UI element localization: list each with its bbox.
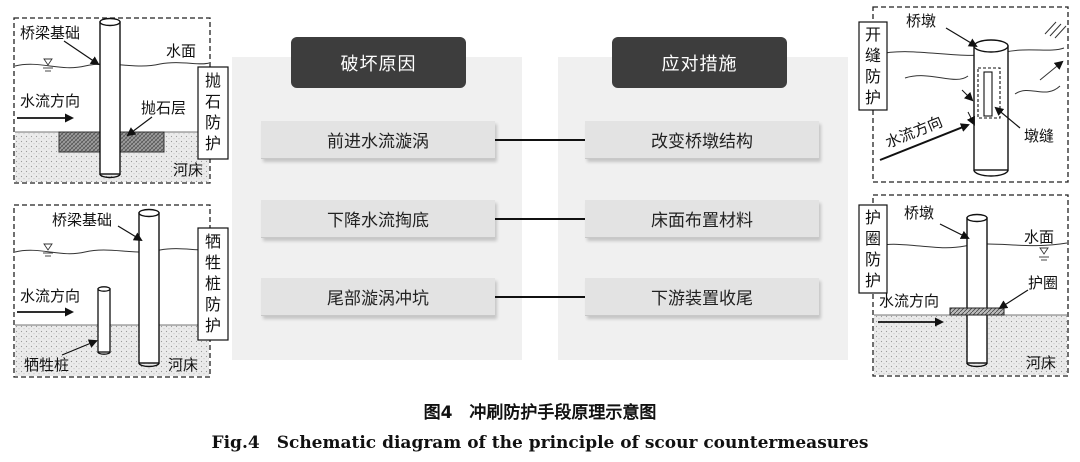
water-surface-label: 水面 — [166, 42, 196, 60]
side-label-char: 护 — [205, 134, 221, 153]
foundation-column — [99, 21, 121, 175]
side-label-char: 抛 — [205, 71, 221, 90]
side-label-char: 缝 — [865, 46, 881, 65]
sacrificial-pile-label: 牺牲桩 — [24, 356, 69, 374]
slot-leader-arrow — [994, 106, 1021, 129]
flow-direction-label: 水流方向 — [20, 287, 80, 305]
measure-item-3: 下游装置收尾 — [585, 278, 819, 316]
side-label-char: 护 — [865, 88, 881, 107]
slot-label: 墩缝 — [1024, 127, 1054, 145]
panel-riprap-protection: 桥梁基础 水面 水流方向 抛石层 河床 抛 石 防 护 — [13, 17, 229, 184]
panel-slot-protection: 桥墩 墩缝 水流方向 开 缝 防 护 — [858, 6, 1069, 183]
side-label-char: 石 — [205, 92, 221, 111]
flow-direction-label: 水流方向 — [20, 92, 80, 110]
cause-item-2: 下降水流掏底 — [261, 200, 495, 238]
flow-direction-label: 水流方向 — [879, 292, 939, 310]
water-surface-icon — [43, 243, 53, 257]
measure-item-1: 改变桥墩结构 — [585, 121, 819, 159]
side-label-char: 牲 — [205, 253, 221, 272]
side-label-box — [197, 227, 229, 341]
collar-leader-arrow — [998, 289, 1029, 310]
panel-border — [872, 194, 1069, 377]
side-label-char: 护 — [865, 208, 881, 227]
riverbed-label: 河床 — [168, 356, 198, 374]
sacrificial-pile-leader-arrow — [61, 339, 98, 356]
riprap-leader-arrow — [126, 116, 153, 137]
figure-caption-english: Fig.4 Schematic diagram of the principle… — [211, 433, 869, 453]
panel-border — [872, 6, 1069, 183]
side-label-char: 防 — [205, 113, 221, 132]
water-surface-icon — [1039, 247, 1049, 261]
collar-label: 护圈 — [1028, 274, 1058, 292]
figure-caption-chinese: 图4 冲刷防护手段原理示意图 — [423, 403, 657, 423]
side-label-char: 开 — [865, 25, 881, 44]
pier-label: 桥墩 — [904, 204, 934, 222]
pier-leader-arrow — [945, 27, 978, 48]
panel-collar-protection: 桥墩 水面 水流方向 护圈 河床 护 圈 防 护 — [858, 194, 1069, 377]
cause-item-1: 前进水流漩涡 — [261, 121, 495, 159]
water-line — [877, 47, 1065, 56]
cause-item-3: 尾部漩涡冲坑 — [261, 278, 495, 316]
pier-label: 桥墩 — [906, 12, 936, 30]
bridge-foundation-label: 桥梁基础 — [20, 24, 80, 42]
water-surface-icon — [43, 58, 53, 72]
side-label-char: 防 — [205, 295, 221, 314]
side-label-char: 护 — [865, 271, 881, 290]
side-label-char: 防 — [865, 250, 881, 269]
side-label-char: 桩 — [205, 274, 221, 293]
side-label-char: 防 — [865, 67, 881, 86]
connector-line-1 — [495, 139, 585, 141]
vortex-arrow — [961, 89, 974, 102]
flow-curve — [1039, 60, 1064, 81]
flow-curve — [904, 75, 969, 80]
pier-slot-shape — [983, 71, 993, 117]
water-surface-label: 水面 — [1024, 228, 1054, 246]
measure-header: 应对措施 — [612, 37, 787, 88]
connector-line-3 — [495, 296, 585, 298]
bridge-foundation-label: 桥梁基础 — [52, 211, 112, 229]
measure-item-2: 床面布置材料 — [585, 200, 819, 238]
foundation-column — [138, 212, 160, 364]
side-label-box — [197, 66, 229, 160]
hatch-marks — [1044, 21, 1067, 39]
side-label-char: 护 — [205, 316, 221, 335]
flow-direction-arrow — [879, 123, 970, 161]
side-label-box — [858, 21, 888, 111]
flow-curve — [1014, 85, 1061, 95]
sacrificial-pile-column — [97, 288, 111, 353]
side-label-char: 牺 — [205, 232, 221, 251]
riverbed-label: 河床 — [173, 161, 203, 179]
water-line — [873, 242, 1068, 249]
water-line — [14, 248, 210, 255]
riverbed-area — [15, 325, 209, 376]
foundation-leader-arrow — [63, 40, 100, 66]
foundation-leader-arrow — [117, 225, 143, 242]
side-label-char: 圈 — [865, 229, 881, 248]
collar-shape — [949, 307, 1005, 316]
riverbed-label: 河床 — [1026, 354, 1056, 372]
riprap-layer-label: 抛石层 — [141, 99, 186, 117]
pier-column — [966, 217, 988, 364]
vortex-arrow — [966, 111, 975, 126]
side-label-box — [858, 204, 888, 294]
pier-slot-shape — [977, 67, 1001, 119]
pier-leader-arrow — [939, 223, 970, 239]
cause-header: 破坏原因 — [291, 37, 466, 88]
panel-sacrificial-pile-protection: 桥梁基础 水流方向 牺牲桩 河床 牺 牲 桩 防 护 — [13, 204, 229, 378]
connector-line-2 — [495, 218, 585, 220]
